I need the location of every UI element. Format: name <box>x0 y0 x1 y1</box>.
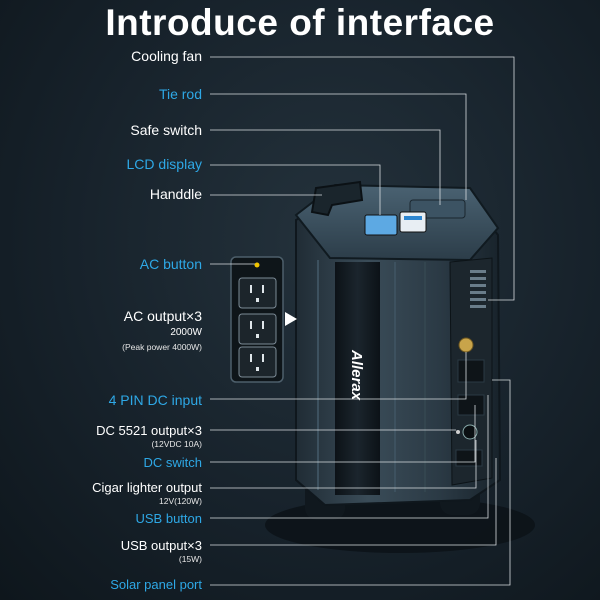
label-cigar-spec: 12V(120W) <box>159 496 202 506</box>
ac-button-dot <box>254 262 260 268</box>
label-usb-button: USB button <box>135 511 203 526</box>
play-arrow-icon <box>285 312 297 326</box>
device-port-block-1 <box>457 359 485 383</box>
label-handdle: Handdle <box>149 186 202 202</box>
label-ac-output: AC output×3 <box>123 308 202 324</box>
label-usb-spec: (15W) <box>178 554 202 564</box>
label-lcd-display: LCD display <box>126 156 202 172</box>
label-dc5521-spec: (12VDC 10A) <box>151 439 202 449</box>
label-ac-output-power: 2000W <box>170 327 202 338</box>
device-dc5521-port <box>456 430 460 434</box>
device-lcd-secondary <box>399 211 427 233</box>
device-4pin-port <box>458 337 474 353</box>
label-tie-rod: Tie rod <box>158 86 202 102</box>
label-solar-panel-port: Solar panel port <box>110 577 202 592</box>
label-safe-switch: Safe switch <box>130 122 202 138</box>
label-usb-output: USB output×3 <box>120 538 202 553</box>
device-cooling-vents <box>470 270 486 308</box>
label-dc-switch: DC switch <box>143 455 202 470</box>
device-usb-ports <box>455 449 483 467</box>
device-lcd-bar <box>404 216 422 220</box>
device-port-block-2 <box>457 394 485 416</box>
device-front-panel <box>335 262 380 495</box>
page-title: Introduce of interface <box>105 2 495 43</box>
label-dc5521-output: DC 5521 output×3 <box>96 423 202 438</box>
label-4pin-dc-input: 4 PIN DC input <box>108 392 202 408</box>
label-ac-output-peak: (Peak power 4000W) <box>122 342 202 352</box>
ac-outlet-icon <box>238 277 277 378</box>
device-brand-logo: Allerax <box>348 350 365 401</box>
device-handle <box>310 180 364 217</box>
label-ac-button: AC button <box>139 256 202 272</box>
leader-lines <box>210 56 515 586</box>
label-cooling-fan: Cooling fan <box>131 48 202 64</box>
device-cigar-port <box>462 424 478 440</box>
device-lcd <box>364 214 398 236</box>
label-cigar-output: Cigar lighter output <box>92 480 202 495</box>
